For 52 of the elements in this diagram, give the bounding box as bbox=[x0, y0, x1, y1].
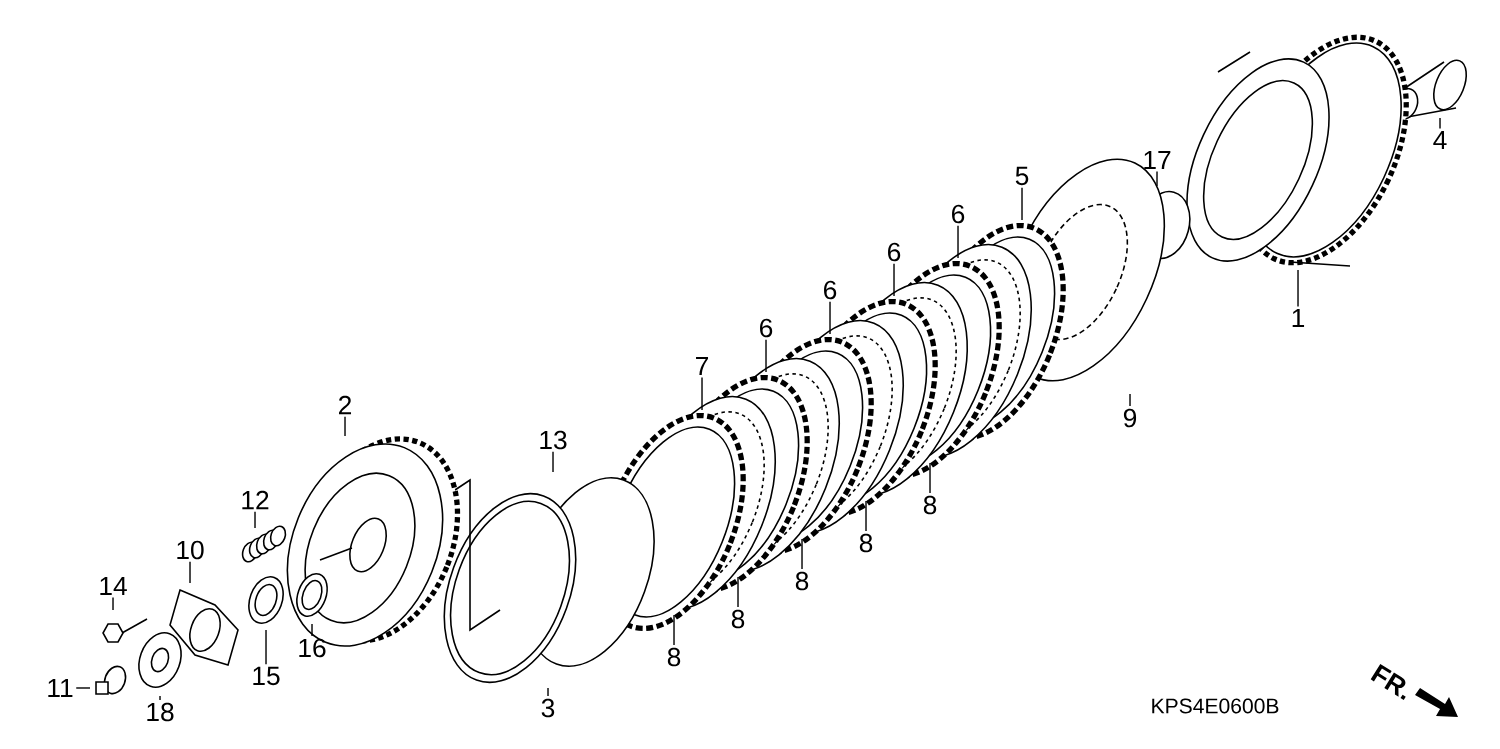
leader-line bbox=[929, 462, 931, 494]
leader-line bbox=[801, 538, 803, 570]
leader-line bbox=[957, 225, 959, 259]
callout-number: 6 bbox=[760, 318, 773, 338]
callout-number: 9 bbox=[1123, 408, 1137, 428]
leader-line bbox=[547, 687, 549, 697]
callout-number: 8 bbox=[923, 495, 937, 515]
leader-line bbox=[765, 339, 767, 373]
callout-number: 7 bbox=[696, 356, 708, 376]
leader-line bbox=[893, 263, 895, 297]
callout-number: 8 bbox=[667, 647, 681, 667]
leader-line bbox=[189, 561, 191, 584]
leader-line bbox=[1129, 393, 1131, 407]
callout-number: 12 bbox=[242, 490, 269, 510]
leader-line bbox=[1021, 187, 1023, 221]
callout-number: 18 bbox=[147, 702, 174, 722]
leader-line bbox=[265, 629, 267, 665]
leader-line bbox=[75, 687, 91, 689]
leader-line bbox=[673, 614, 675, 646]
diagram-code: KPS4E0600B bbox=[1152, 698, 1279, 714]
leader-line bbox=[865, 500, 867, 532]
callout-number: 13 bbox=[540, 430, 567, 450]
leader-line bbox=[1439, 117, 1441, 130]
leader-line bbox=[112, 596, 114, 611]
callout-number: 5 bbox=[1015, 166, 1029, 186]
callout-number: 2 bbox=[339, 395, 351, 415]
callout-number: 16 bbox=[299, 638, 326, 658]
callout-number: 8 bbox=[859, 533, 873, 553]
callout-number: 11 bbox=[48, 678, 73, 698]
leader-line bbox=[1297, 269, 1299, 308]
callout-number: 17 bbox=[1144, 150, 1171, 170]
callout-number: 1 bbox=[1292, 308, 1305, 328]
leader-line bbox=[1156, 170, 1158, 187]
callout-number: 8 bbox=[795, 571, 809, 591]
leader-line bbox=[701, 376, 703, 411]
callout-number: 10 bbox=[177, 540, 204, 560]
leader-line bbox=[737, 576, 739, 608]
callout-number: 6 bbox=[952, 204, 965, 224]
leader-line bbox=[552, 451, 554, 473]
leader-line bbox=[159, 695, 161, 701]
callout-number: 14 bbox=[100, 576, 127, 596]
callout-number: 3 bbox=[541, 698, 555, 718]
leader-line bbox=[254, 511, 256, 529]
front-label: FR. bbox=[1370, 664, 1406, 700]
callout-number: 4 bbox=[1433, 130, 1447, 150]
callout-number: 6 bbox=[888, 242, 901, 262]
leader-line bbox=[311, 623, 313, 637]
callout-number: 15 bbox=[253, 666, 280, 686]
leader-line bbox=[829, 301, 831, 335]
callout-number: 6 bbox=[824, 280, 837, 300]
callout-number: 8 bbox=[731, 609, 745, 629]
leader-line bbox=[344, 416, 346, 437]
